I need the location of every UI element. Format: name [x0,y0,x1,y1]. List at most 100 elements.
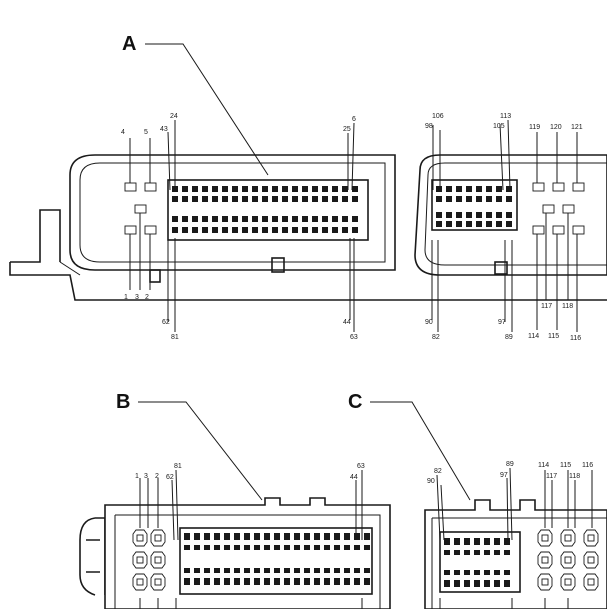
base-plate [9,262,607,301]
pin-cell [224,533,230,540]
label-pin-121: 121 [571,124,583,131]
label-pin-89: 89 [505,334,513,341]
pin-cell [474,538,480,545]
pin-cell [352,196,358,202]
pin-cell [364,578,370,585]
connector-c-bottom-cavities [537,529,599,591]
pin-cell [436,186,442,192]
label-c-pin-115: 115 [560,462,571,469]
pin-cell [224,545,230,550]
pin-cell [262,216,268,222]
pin-cell [214,578,220,585]
pin-cell [364,545,370,550]
pin-cell [444,580,450,587]
pin-cell [284,568,290,573]
pin-cell [194,578,200,585]
pin-cell [304,578,310,585]
pin-cell [272,227,278,233]
pin-cell [262,227,268,233]
pin-1 [124,225,137,235]
leader-pins-b [139,469,363,609]
connector-c-bottom-pin-rows [444,538,510,587]
pin-cell [444,538,450,545]
pin-cell [454,550,460,555]
label-pin-120: 120 [550,124,562,131]
pin-cell [234,578,240,585]
pin-cell [224,568,230,573]
pin-cell [446,196,452,202]
pin-cell [234,533,240,540]
label-pin-114: 114 [528,333,539,340]
pin-cell [494,580,500,587]
label-pin-117: 117 [541,303,552,310]
pin-116 [572,225,585,235]
pin-cell [264,568,270,573]
pin-cell [232,196,238,202]
pin-cell [444,570,450,575]
pin-cell [436,196,442,202]
pin-cell [474,570,480,575]
label-pin-115: 115 [548,333,559,340]
pin-cell [182,186,188,192]
cavity-contact [154,534,162,542]
label-b-pin-44: 44 [350,474,358,481]
pin-cell [232,216,238,222]
pin-cell [486,196,492,202]
tab-a-1 [149,269,161,283]
pin-cell [224,578,230,585]
pin-cell [192,216,198,222]
pin-cell [212,186,218,192]
pin-cell [446,212,452,218]
cavity-contact [564,534,572,542]
leader-b [138,401,263,501]
pin-cell [454,580,460,587]
label-b-pin-1: 1 [135,473,139,480]
pin-cell [252,216,258,222]
pin-cell [274,533,280,540]
label-pin-113: 113 [500,113,511,120]
pin-cell [312,227,318,233]
connector-c-pin-rows [436,186,512,227]
pin-cell [466,186,472,192]
label-pin-25: 25 [343,126,351,133]
leader-pins-c-bottom [436,467,593,609]
pin-cell [172,216,178,222]
pin-cell [344,533,350,540]
pin-cell [304,545,310,550]
pin-cell [202,227,208,233]
pin-cell [494,538,500,545]
pin-cell [264,545,270,550]
pin-cell [254,578,260,585]
label-pin-105: 105 [493,123,505,130]
label-pin-81: 81 [171,334,179,341]
base-plate-inner [59,261,81,276]
base-plate-step [10,209,61,263]
label-pin-43: 43 [160,126,168,133]
pin-cell [474,580,480,587]
connector-b-latch [79,517,106,596]
pin-cell [232,186,238,192]
pin-cell [204,533,210,540]
pin-cell [314,533,320,540]
pin-cell [354,568,360,573]
cavity-contact [587,556,595,564]
pin-cell [214,533,220,540]
pin-cell [506,196,512,202]
pin-cell [182,196,188,202]
cavity-contact [154,556,162,564]
pin-cell [234,545,240,550]
pin-cell [444,550,450,555]
label-b-pin-81: 81 [174,463,182,470]
pin-cell [354,578,360,585]
connector-c-pin-block [431,179,518,231]
label-pin-3: 3 [135,294,139,301]
pin-cell [302,196,308,202]
pin-cell [194,545,200,550]
pin-cell [484,570,490,575]
pin-115 [552,225,565,235]
pin-cell [496,212,502,218]
pin-cell [486,221,492,227]
label-pin-98: 98 [425,123,433,130]
pin-cell [204,568,210,573]
connector-a-inner [79,162,386,263]
